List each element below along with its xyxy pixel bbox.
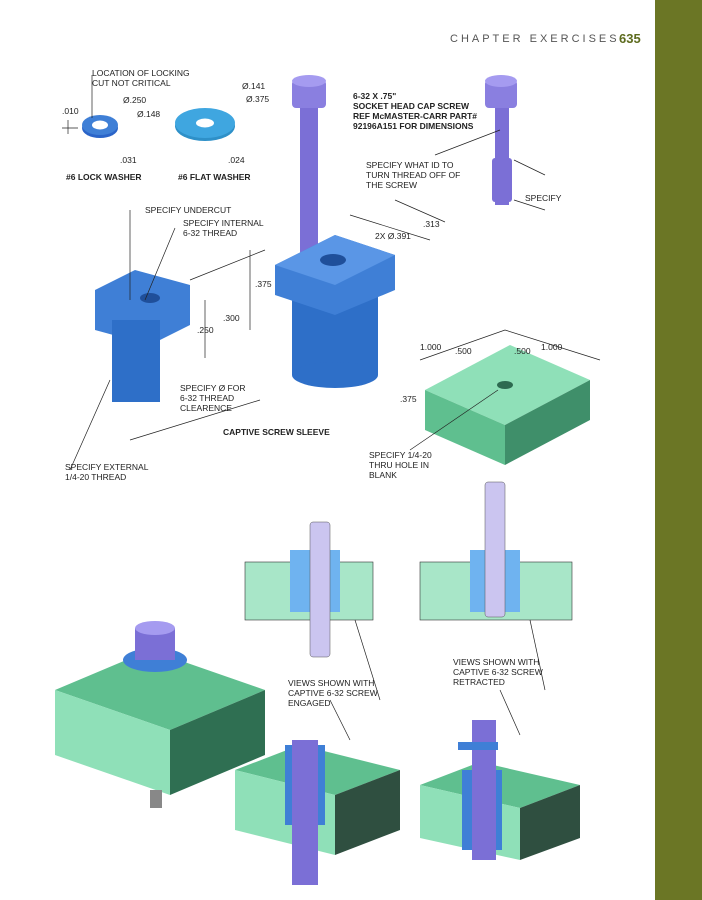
- sleeve-3d-drawing: [275, 199, 446, 388]
- blank-half-1: .500: [455, 346, 472, 356]
- flat-washer-od: Ø.375: [246, 94, 270, 104]
- blank-width-1: 1.000: [420, 342, 442, 352]
- sleeve-external-thread: SPECIFY EXTERNAL 1/4-20 THREAD: [65, 462, 149, 482]
- screw-note: SPECIFY WHAT ID TO TURN THREAD OFF OF TH…: [366, 160, 461, 190]
- turned-screw-drawing: [434, 75, 546, 211]
- screw-title: 6-32 X .75" SOCKET HEAD CAP SCREW REF Mc…: [353, 91, 478, 131]
- chapter-sidebar-bar: [655, 0, 702, 900]
- engaged-note: VIEWS SHOWN WITH CAPTIVE 6-32 SCREW ENGA…: [288, 678, 378, 708]
- sleeve-section-drawing: [69, 210, 266, 471]
- retracted-note: VIEWS SHOWN WITH CAPTIVE 6-32 SCREW RETR…: [453, 657, 543, 687]
- cutaway-retracted: [420, 720, 580, 860]
- lock-washer-od: Ø.250: [123, 95, 147, 105]
- blank-thickness: .375: [400, 394, 417, 404]
- lock-washer-drawing: [62, 75, 118, 138]
- sleeve-clearance-note: SPECIFY Ø FOR 6-32 THREAD CLEARENCE: [180, 383, 246, 413]
- page-number: 635: [619, 31, 641, 46]
- sleeve-internal-thread: SPECIFY INTERNAL 6-32 THREAD: [183, 218, 264, 238]
- screw-specify: SPECIFY: [525, 193, 562, 203]
- cutaway-engaged: [235, 740, 400, 885]
- dim-250: .250: [197, 325, 214, 335]
- blank-drawing: [409, 329, 601, 465]
- lock-washer-thickness: .031: [120, 155, 137, 165]
- blank-note: SPECIFY 1/4-20 THRU HOLE IN BLANK: [369, 450, 432, 480]
- flat-washer-title: #6 FLAT WASHER: [178, 172, 251, 182]
- lock-washer-title: #6 LOCK WASHER: [66, 172, 142, 182]
- flat-washer-drawing: [175, 108, 235, 141]
- sleeve-undercut: SPECIFY UNDERCUT: [145, 205, 232, 215]
- running-header: CHAPTER EXERCISES: [450, 33, 620, 45]
- lock-washer-gap: .010: [62, 106, 79, 116]
- blank-width-2: 1.000: [541, 342, 563, 352]
- flat-washer-id: Ø.141: [242, 81, 266, 91]
- section-view-engaged: [244, 521, 381, 741]
- sleeve-title: CAPTIVE SCREW SLEEVE: [223, 427, 330, 437]
- cap-screw-drawing: [292, 75, 326, 292]
- section-view-retracted: [419, 481, 573, 736]
- lock-washer-note: LOCATION OF LOCKING CUT NOT CRITICAL: [92, 68, 190, 88]
- flat-washer-thickness: .024: [228, 155, 245, 165]
- lock-washer-id: Ø.148: [137, 109, 161, 119]
- assembly-iso-drawing: [55, 621, 265, 808]
- dim-300: .300: [223, 313, 240, 323]
- dim-375: .375: [255, 279, 272, 289]
- dim-holes: 2X Ø.391: [375, 231, 411, 241]
- blank-half-2: .500: [514, 346, 531, 356]
- dim-313: .313: [423, 219, 440, 229]
